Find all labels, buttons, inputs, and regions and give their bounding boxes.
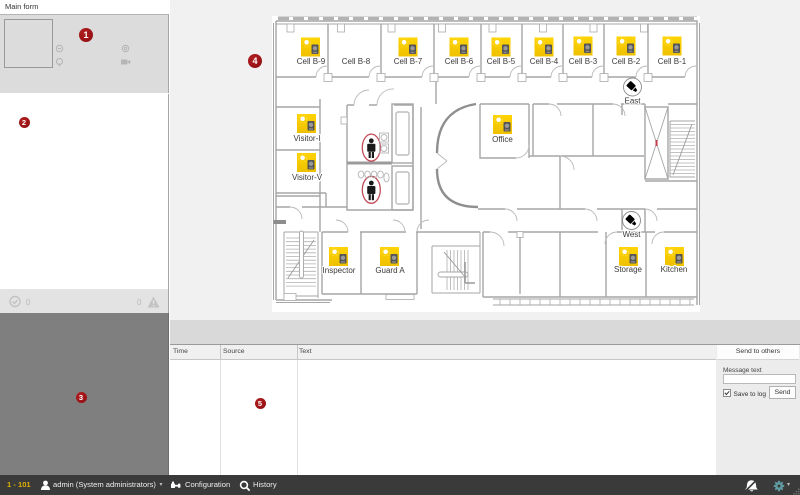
svg-text:Cell B-8: Cell B-8 [342, 57, 371, 66]
svg-text:Cell B-6: Cell B-6 [445, 57, 474, 66]
svg-text:Visitor-I: Visitor-I [294, 134, 321, 143]
svg-text:Inspector: Inspector [323, 266, 356, 275]
svg-text:Office: Office [492, 135, 513, 144]
svg-text:0: 0 [26, 298, 31, 307]
svg-text:Storage: Storage [614, 265, 643, 274]
svg-text:Cell B-9: Cell B-9 [297, 57, 326, 66]
svg-text:West: West [622, 230, 641, 239]
svg-text:Cell B-3: Cell B-3 [569, 57, 598, 66]
svg-text:Cell B-7: Cell B-7 [394, 57, 423, 66]
svg-text:Cell B-1: Cell B-1 [658, 57, 687, 66]
svg-text:Visitor-V: Visitor-V [292, 173, 323, 182]
svg-text:Cell B-4: Cell B-4 [530, 57, 559, 66]
svg-text:Kitchen: Kitchen [661, 265, 688, 274]
svg-text:Guard A: Guard A [375, 266, 405, 275]
svg-text:East: East [624, 97, 641, 106]
svg-text:0: 0 [137, 298, 142, 307]
svg-text:Cell B-2: Cell B-2 [612, 57, 641, 66]
svg-text:Cell B-5: Cell B-5 [487, 57, 516, 66]
